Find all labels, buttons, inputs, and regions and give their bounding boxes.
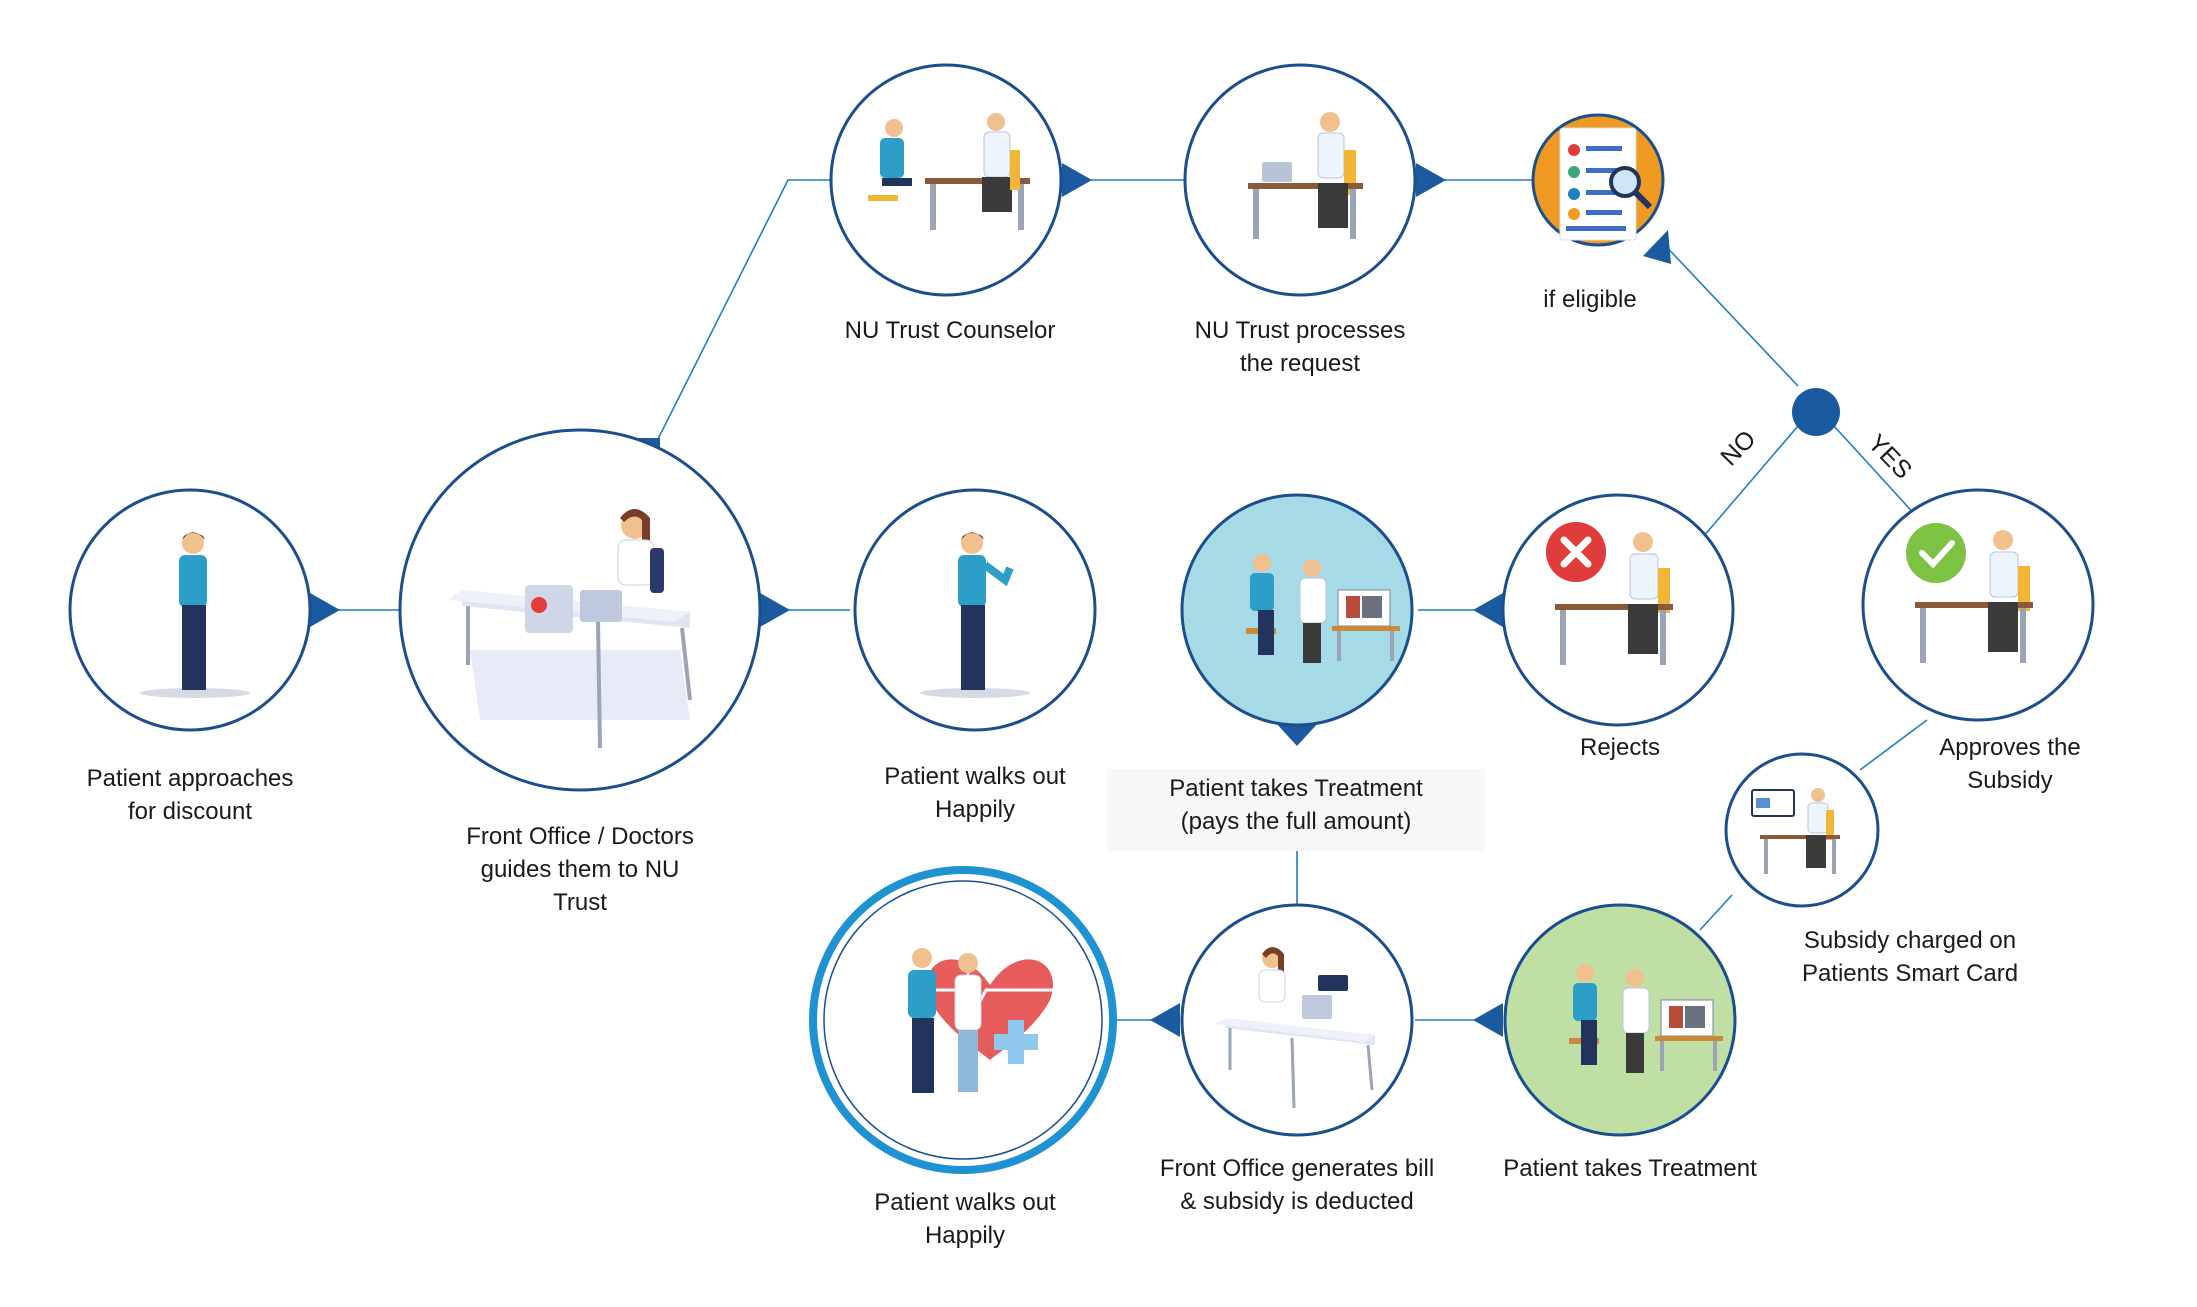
standing-patient-icon bbox=[140, 532, 250, 698]
connector-decision-rejects bbox=[1702, 425, 1799, 538]
node-smart-card bbox=[1724, 752, 1880, 908]
label-line: & subsidy is deducted bbox=[1180, 1188, 1414, 1215]
label-line: Happily bbox=[924, 1222, 1006, 1249]
node-patient-takes-treatment-full bbox=[1180, 493, 1414, 727]
front-office-desk-icon bbox=[1215, 947, 1375, 1109]
connectors bbox=[310, 179, 1928, 1021]
label-approves: Approves the Subsidy bbox=[1900, 731, 2120, 797]
label-line: Happily bbox=[934, 796, 1016, 823]
label-billing: Front Office generates bill & subsidy is… bbox=[1130, 1152, 1464, 1218]
approve-check-icon bbox=[1906, 523, 2033, 663]
label-line: NU Trust Counselor bbox=[844, 317, 1056, 344]
laptop-worker-icon bbox=[1248, 112, 1363, 239]
label-counselor: NU Trust Counselor bbox=[810, 314, 1090, 347]
label-front-office: Front Office / Doctors guides them to NU… bbox=[420, 820, 740, 919]
label-line: Patient takes Treatment bbox=[1503, 1155, 1757, 1182]
counselor-meeting-icon bbox=[868, 113, 1030, 230]
label-line: guides them to NU bbox=[480, 856, 680, 883]
reject-cross-icon bbox=[1546, 522, 1673, 665]
label-line: NU Trust processes bbox=[1194, 317, 1406, 344]
heart-care-icon bbox=[908, 948, 1055, 1093]
decision-dot bbox=[1792, 388, 1840, 436]
arrow-to-treatment bbox=[1473, 593, 1503, 627]
label-if-eligible: if eligible bbox=[1490, 283, 1690, 316]
label-treatment: Patient takes Treatment bbox=[1480, 1152, 1780, 1185]
label-line: Front Office / Doctors bbox=[466, 823, 694, 850]
label-line: Approves the bbox=[1939, 734, 2081, 761]
node-patient-approaches bbox=[68, 488, 312, 732]
label-line: Rejects bbox=[1579, 734, 1661, 761]
arrow-to-walkout bbox=[760, 593, 790, 627]
arrow-up-eligible bbox=[1643, 230, 1671, 264]
arrow-treatment-down bbox=[1275, 722, 1319, 746]
label-line: Patient approaches bbox=[86, 765, 294, 792]
node-nu-trust-counselor bbox=[829, 63, 1063, 297]
label-line: (pays the full amount) bbox=[1180, 808, 1412, 835]
node-nu-trust-processes bbox=[1183, 63, 1417, 297]
label-line: Subsidy bbox=[1967, 767, 2053, 794]
label-line: Patient walks out bbox=[884, 763, 1066, 790]
label-line: Subsidy charged on bbox=[1803, 927, 2017, 954]
label-walks-out-2: Patient walks out Happily bbox=[830, 1186, 1100, 1252]
node-patient-walks-out-2 bbox=[809, 866, 1117, 1174]
label-line: Trust bbox=[553, 889, 607, 916]
label-rejects: Rejects bbox=[1520, 731, 1720, 764]
label-line: Front Office generates bill bbox=[1159, 1155, 1435, 1182]
node-if-eligible bbox=[1531, 113, 1665, 247]
arrow-to-front bbox=[310, 593, 340, 627]
node-front-office-billing bbox=[1180, 903, 1414, 1137]
doctor-examination-icon bbox=[1569, 964, 1723, 1073]
decision-no-label: NO bbox=[1715, 425, 1761, 471]
node-front-office bbox=[398, 428, 762, 792]
connector-decision-approves bbox=[1833, 425, 1919, 519]
treatment-label-background bbox=[1107, 769, 1485, 851]
label-line: for discount bbox=[127, 798, 253, 825]
label-line: Patient takes Treatment bbox=[1169, 775, 1423, 802]
label-patient-approaches: Patient approaches for discount bbox=[60, 762, 320, 828]
label-line: if eligible bbox=[1543, 286, 1637, 313]
label-treatment-full: Patient takes Treatment (pays the full a… bbox=[1107, 772, 1485, 838]
label-line: Patient walks out bbox=[874, 1189, 1056, 1216]
label-line: the request bbox=[1239, 350, 1361, 377]
connector-front-counselor bbox=[649, 179, 830, 456]
arrow-to-walkout-final bbox=[1150, 1003, 1180, 1037]
smart-card-desk-icon bbox=[1751, 788, 1840, 874]
doctor-examination-icon bbox=[1246, 554, 1400, 663]
connector-smartcard-treatment bbox=[1699, 894, 1733, 931]
arrow-to-processes bbox=[1062, 163, 1092, 197]
node-patient-walks-out-1 bbox=[853, 488, 1097, 732]
arrow-to-billing bbox=[1473, 1003, 1503, 1037]
node-rejects bbox=[1501, 493, 1735, 727]
label-line: Patients Smart Card bbox=[1801, 960, 2019, 987]
decision-yes-label: YES bbox=[1862, 429, 1917, 484]
document-search-icon bbox=[1559, 127, 1653, 241]
label-smart-card: Subsidy charged on Patients Smart Card bbox=[1770, 924, 2050, 990]
label-walks-out-1: Patient walks out Happily bbox=[840, 760, 1110, 826]
arrow-to-eligible bbox=[1416, 163, 1446, 197]
node-approves-subsidy bbox=[1861, 488, 2095, 722]
connector-approves-smartcard bbox=[1859, 719, 1928, 771]
node-patient-takes-treatment bbox=[1503, 903, 1737, 1137]
connector-eligible-decision bbox=[1659, 239, 1799, 387]
front-office-desk-icon bbox=[448, 509, 692, 749]
waving-patient-icon bbox=[920, 532, 1030, 698]
label-processes: NU Trust processes the request bbox=[1160, 314, 1440, 380]
